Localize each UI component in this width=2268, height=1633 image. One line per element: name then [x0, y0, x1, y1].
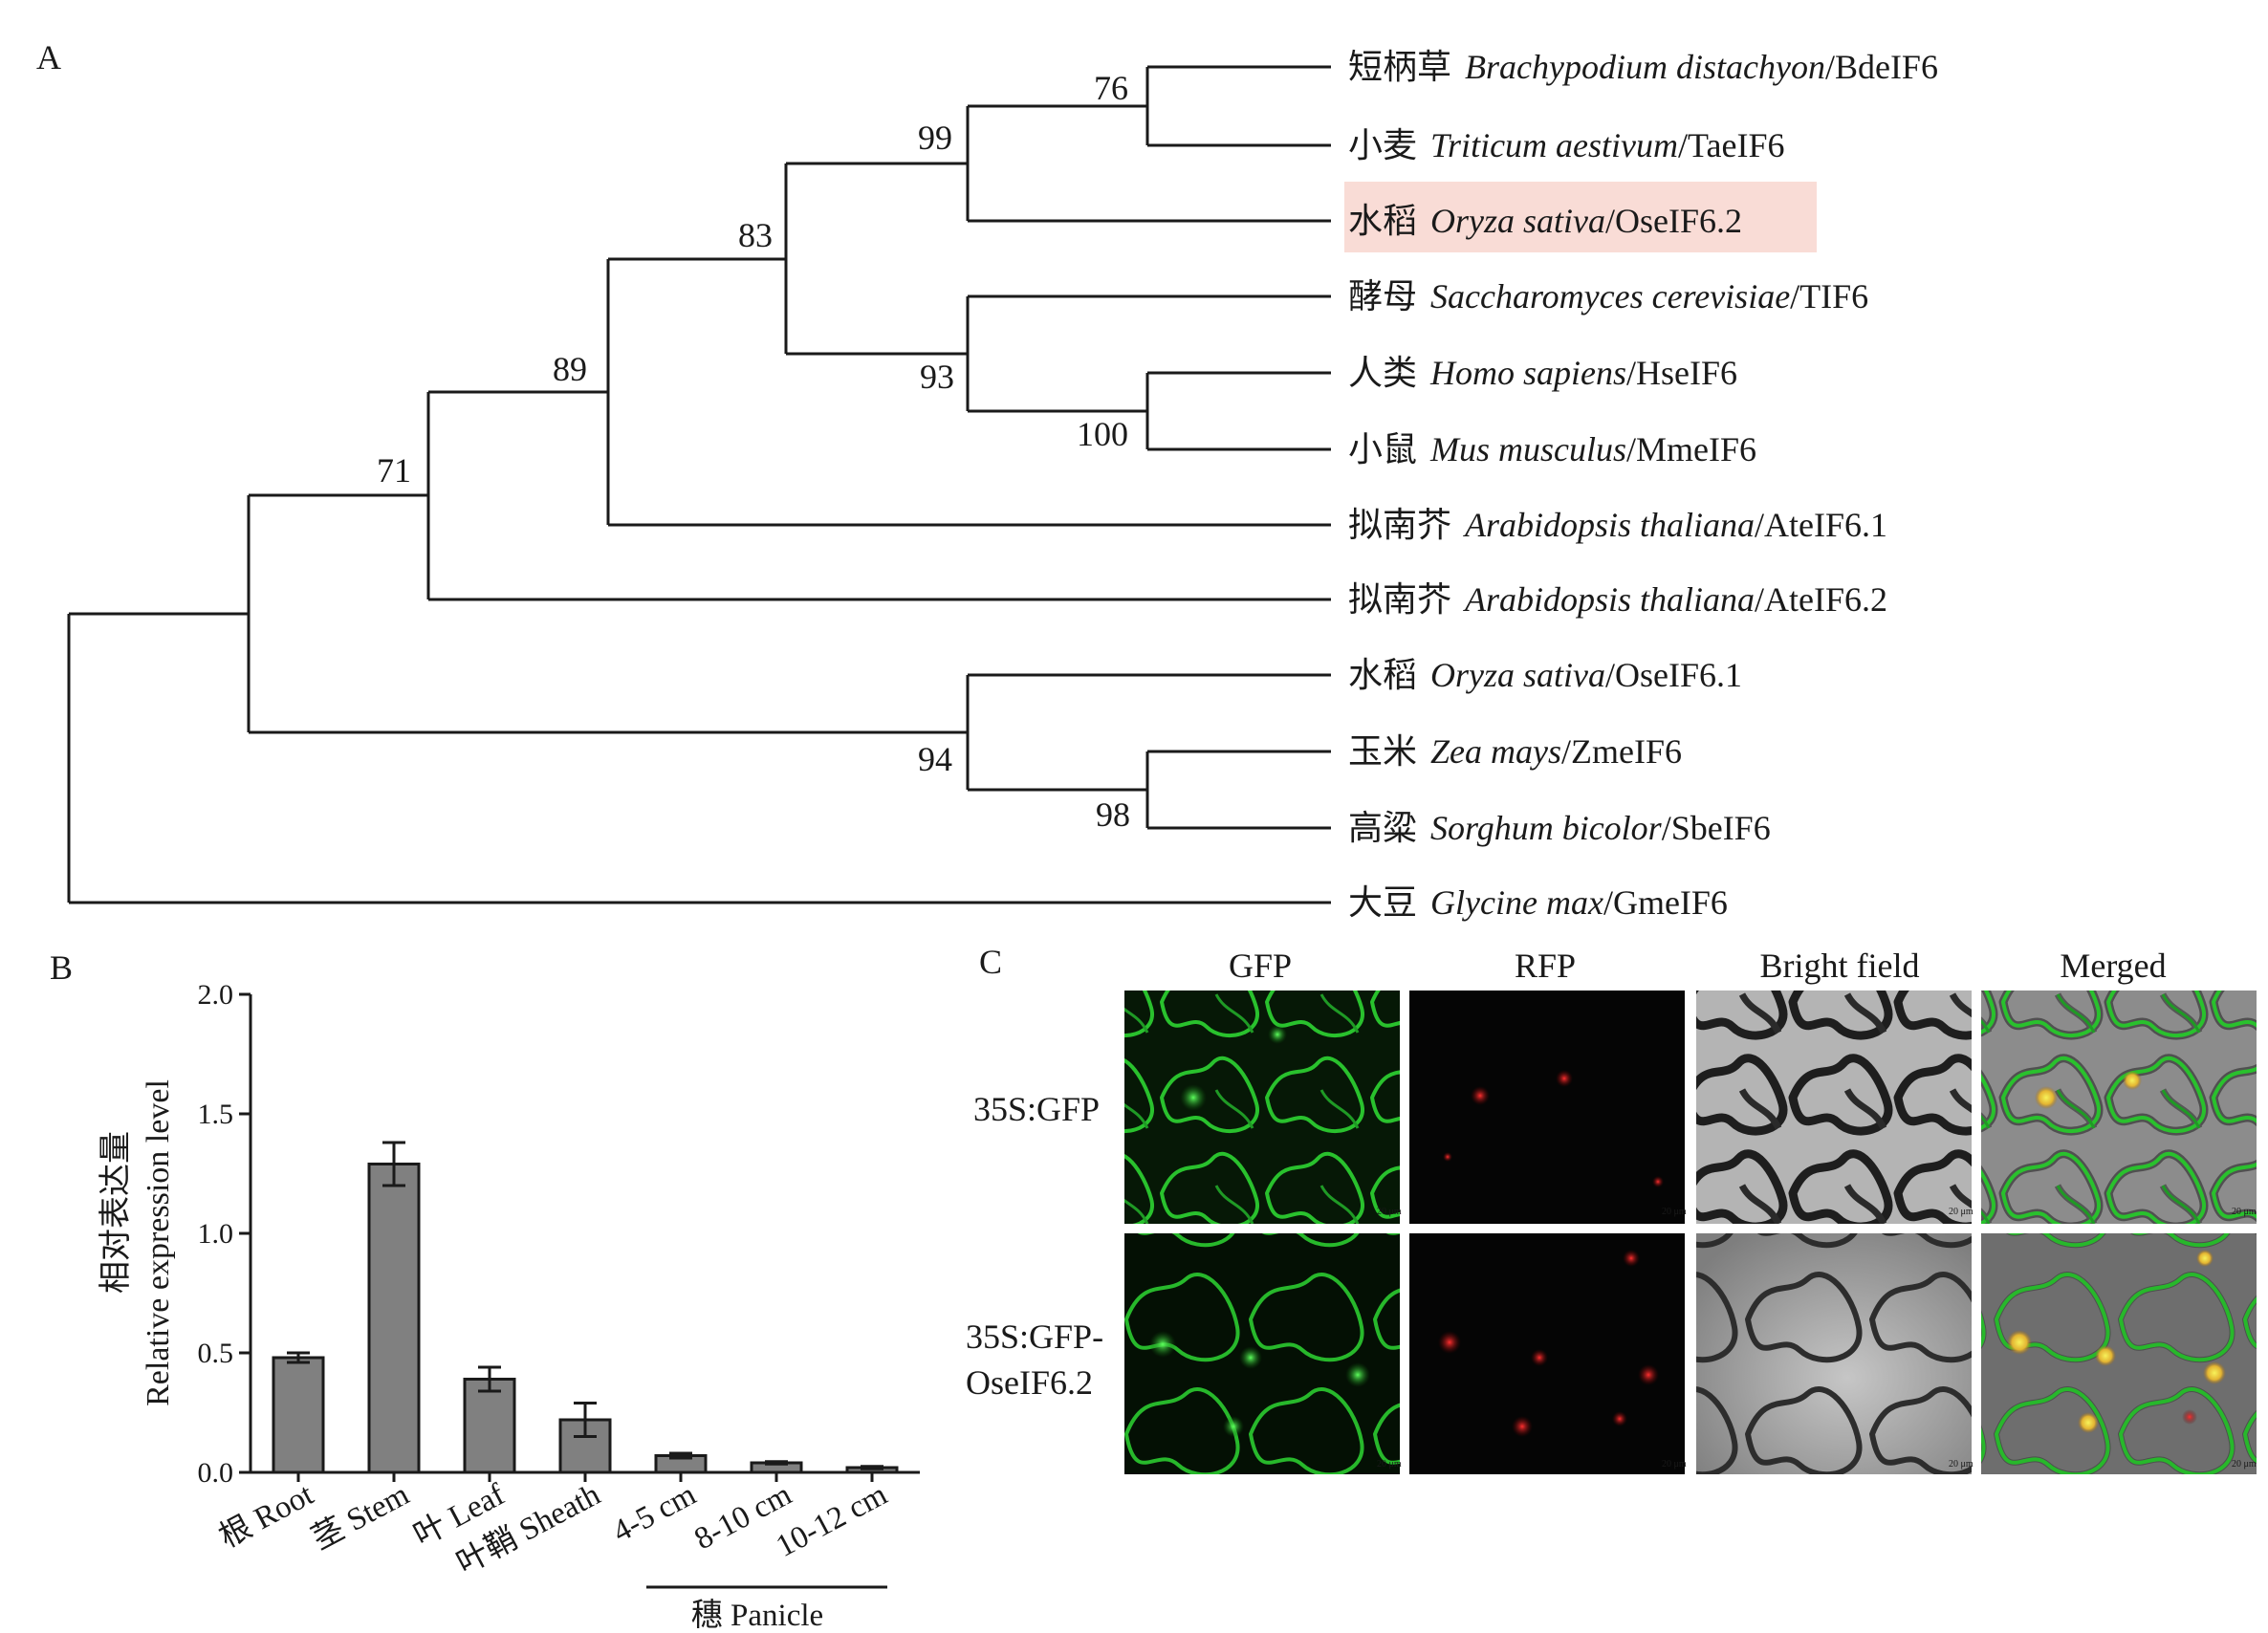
image-merged-row2: 20 μm [1981, 1233, 2257, 1474]
image-bright-field-row1: 20 μm [1696, 991, 1974, 1224]
image-rfp-row2: 20 μm [1409, 1233, 1687, 1474]
tree-branches [67, 65, 1331, 904]
row-label-35s-gfp-oseif6-2: 35S:GFP- [966, 1317, 1103, 1356]
expression-bar-chart: 相对表达量 Relative expression level 0.0 0.5 1.… [98, 979, 920, 1633]
scale-bar-label: 20 μm [1377, 1207, 1402, 1217]
y-tick-label: 0.0 [198, 1457, 234, 1489]
bar [367, 1163, 421, 1474]
scale-bar-label: 20 μm [1949, 1207, 1974, 1217]
bootstrap-94: 94 [918, 740, 952, 778]
scale-bar-label: 20 μm [2232, 1459, 2257, 1470]
y-tick-label: 0.5 [198, 1338, 234, 1369]
bootstrap-71: 71 [377, 451, 411, 490]
column-header-rfp: RFP [1515, 947, 1576, 985]
bootstrap-93: 93 [920, 358, 954, 396]
column-header-merged: Merged [2060, 947, 2166, 985]
panel-label-a: A [36, 38, 61, 76]
x-tick-label: 4-5 cm [607, 1477, 702, 1549]
image-rfp-row1: 20 μm [1409, 991, 1687, 1224]
microscopy-grid: GFP RFP Bright field Merged 35S:GFP 35S:… [966, 947, 2257, 1474]
image-merged-row1: 20 μm [1981, 991, 2257, 1224]
y-axis-title: Relative expression level [141, 1079, 176, 1406]
column-header-gfp: GFP [1229, 947, 1292, 985]
bar [463, 1378, 516, 1474]
image-gfp-row1: 20 μm [1124, 991, 1402, 1224]
bar [272, 1356, 325, 1474]
bootstrap-76: 76 [1094, 69, 1128, 107]
panel-label-b: B [50, 948, 73, 987]
panicle-group-label: 穗 Panicle [691, 1598, 823, 1633]
y-tick-label: 1.5 [198, 1099, 234, 1130]
bootstrap-100: 100 [1077, 415, 1128, 453]
row-label-35s-gfp: 35S:GFP [973, 1090, 1100, 1128]
image-gfp-row2: 20 μm [1124, 1233, 1402, 1474]
scale-bar-label: 20 μm [1662, 1207, 1687, 1217]
bootstrap-89: 89 [553, 350, 587, 388]
bootstrap-99: 99 [918, 119, 952, 157]
panel-label-c: C [979, 943, 1002, 981]
y-tick-label: 2.0 [198, 979, 234, 1011]
highlight-box [1344, 182, 1817, 252]
scale-bar-label: 20 μm [1377, 1459, 1402, 1470]
scale-bar-label: 20 μm [1662, 1459, 1687, 1470]
y-axis: 0.0 0.5 1.0 1.5 2.0 [198, 979, 252, 1489]
y-axis-title-cn: 相对表达量 [98, 1131, 134, 1294]
bootstrap-labels: 76 99 83 93 100 89 71 94 98 [377, 69, 1130, 834]
bars [272, 1141, 899, 1474]
bootstrap-98: 98 [1096, 795, 1130, 834]
x-tick-label: 茎 Stem [307, 1477, 416, 1557]
column-header-bright-field: Bright field [1760, 947, 1920, 985]
image-bright-field-row2: 20 μm [1696, 1233, 1974, 1474]
scale-bar-label: 20 μm [2232, 1207, 2257, 1217]
row-label-35s-gfp-oseif6-2-line2: OseIF6.2 [966, 1363, 1093, 1402]
x-tick-label: 10-12 cm [771, 1477, 893, 1564]
bootstrap-83: 83 [738, 216, 773, 254]
scale-bar-label: 20 μm [1949, 1459, 1974, 1470]
y-tick-label: 1.0 [198, 1218, 234, 1250]
